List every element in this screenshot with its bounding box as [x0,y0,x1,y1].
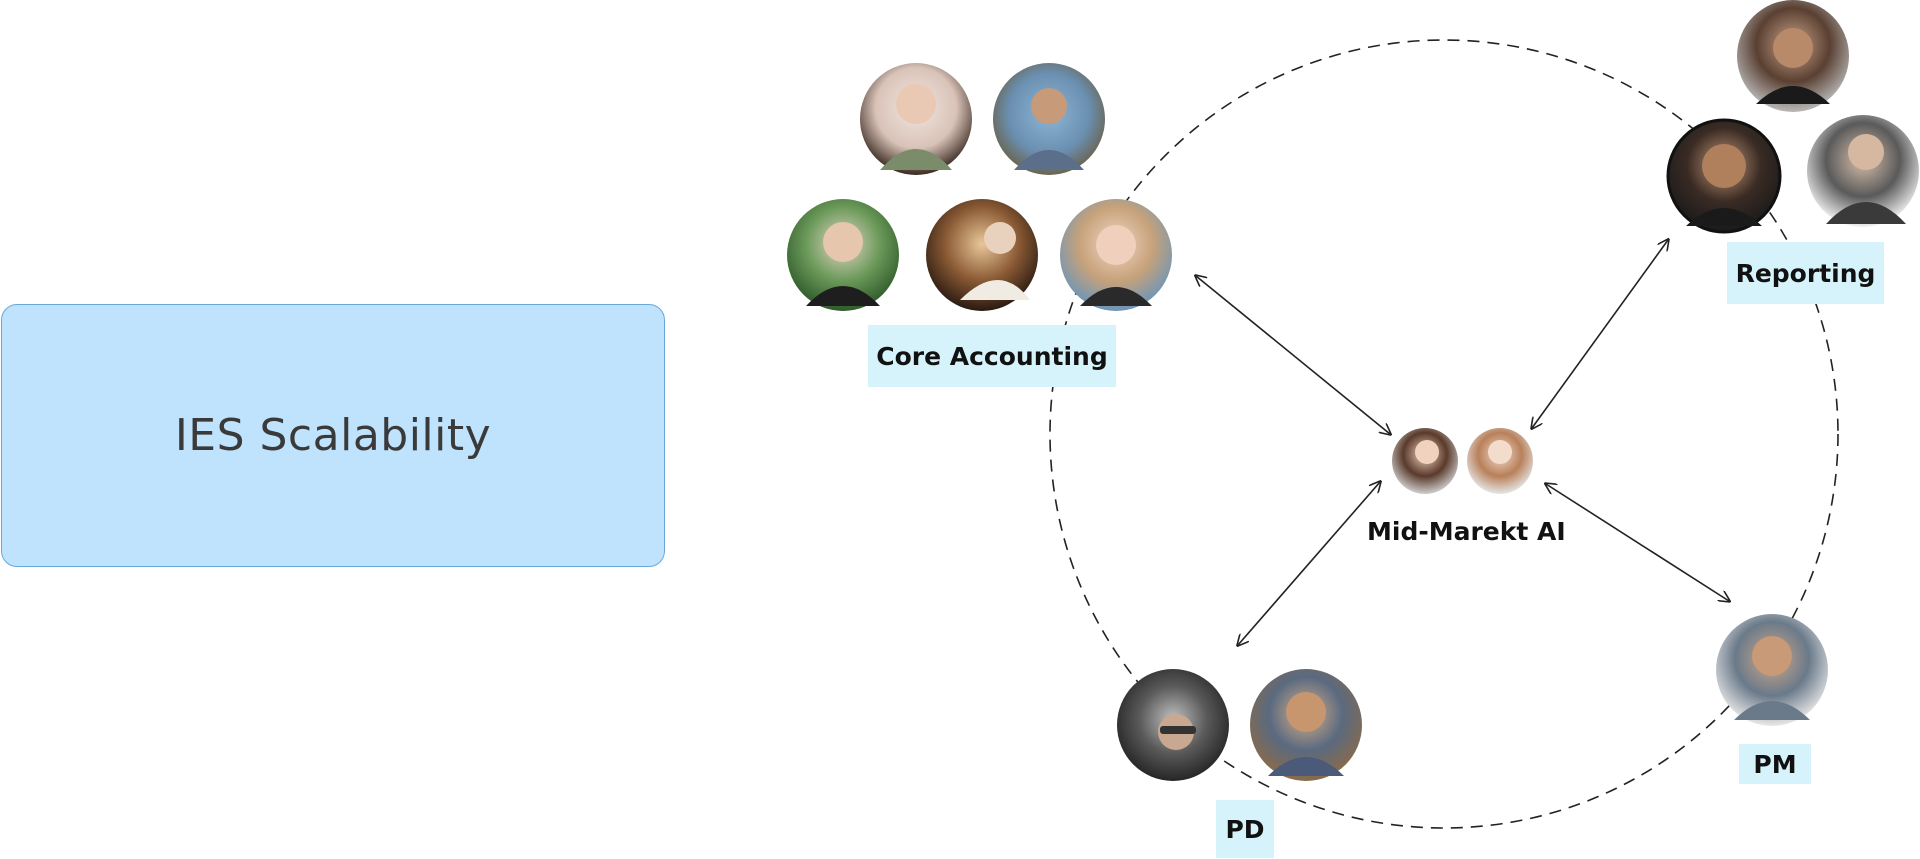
avatar-reporting-3 [1807,115,1919,227]
avatar-core-5 [1060,199,1172,311]
avatar-reporting-2 [1666,118,1782,234]
team-label-reporting: Reporting [1727,242,1884,304]
arrow-reporting-hub [1532,240,1668,428]
team-label-pm: PM [1739,744,1811,784]
avatar-core-4 [926,199,1038,311]
team-label-core-accounting: Core Accounting [868,325,1116,387]
arrow-pm-hub [1546,484,1729,601]
avatar-pd-1 [1117,669,1229,781]
title-box: IES Scalability [1,304,665,567]
avatar-core-3 [787,199,899,311]
avatar-pd-2 [1250,669,1362,781]
avatar-reporting-1 [1737,0,1849,112]
avatar-core-1 [860,63,972,175]
arrow-core-hub [1196,276,1390,434]
avatar-hub-1 [1392,428,1458,494]
avatar-hub-2 [1467,428,1533,494]
avatar-core-2 [993,63,1105,175]
team-ring [1049,39,1839,829]
hub-label: Mid-Marekt AI [1367,517,1566,546]
arrow-pd-hub [1238,482,1380,645]
avatar-pm-1 [1716,614,1828,726]
team-label-pd: PD [1216,800,1274,858]
title-text: IES Scalability [174,410,492,461]
